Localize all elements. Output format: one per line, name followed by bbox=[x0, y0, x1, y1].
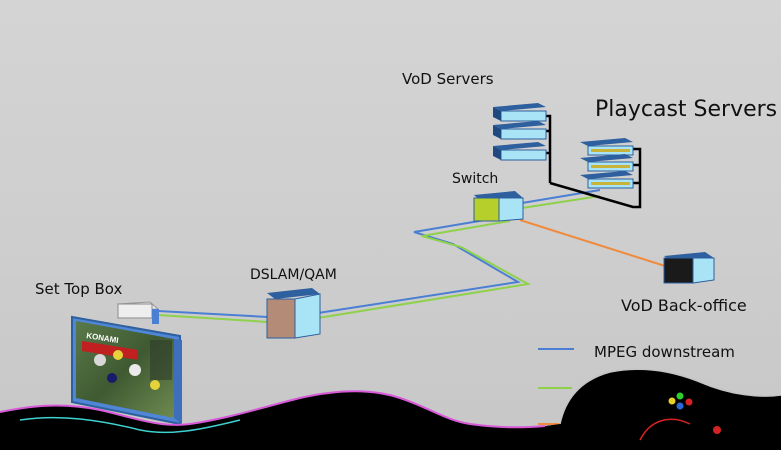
dslam-device bbox=[266, 288, 321, 339]
playcast-server-2 bbox=[580, 154, 634, 172]
vod-backoffice-device bbox=[663, 252, 715, 284]
link-switch-playcast bbox=[521, 189, 601, 209]
switch-label: Switch bbox=[452, 171, 499, 187]
link-stb-dslam bbox=[157, 310, 269, 323]
vod-server-1 bbox=[493, 103, 547, 122]
set-top-box-device bbox=[116, 301, 160, 324]
playcast-servers-label: Playcast Servers bbox=[595, 97, 778, 122]
link-switch-backoffice bbox=[519, 219, 666, 267]
switch-device bbox=[473, 191, 524, 222]
link-dslam-switch bbox=[317, 216, 532, 319]
vod-server-3 bbox=[493, 142, 547, 161]
television bbox=[71, 315, 182, 426]
set-top-box-label: Set Top Box bbox=[35, 280, 123, 298]
playcast-server-3 bbox=[580, 171, 634, 189]
legend-label-mpeg: MPEG downstream bbox=[594, 343, 735, 361]
vod-backoffice-label: VoD Back-office bbox=[621, 296, 747, 315]
playcast-server-1 bbox=[580, 138, 634, 156]
vod-server-2 bbox=[493, 121, 547, 140]
vod-servers-label: VoD Servers bbox=[402, 70, 494, 88]
dslam-label: DSLAM/QAM bbox=[250, 267, 337, 283]
bottom-silhouette bbox=[0, 368, 781, 450]
